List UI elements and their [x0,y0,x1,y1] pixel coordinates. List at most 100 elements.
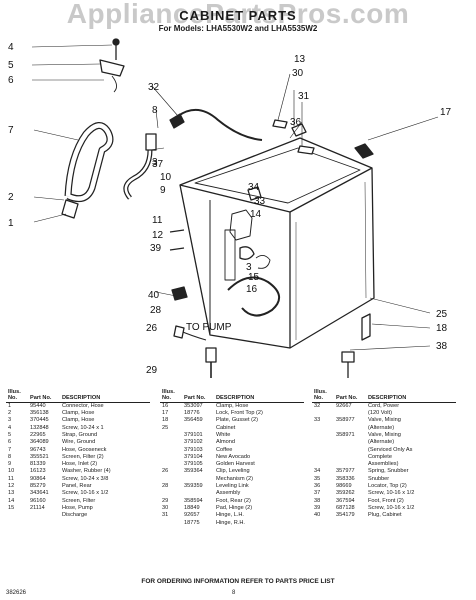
part-cell: 92657 [184,512,200,519]
table-row: Discharge [6,512,150,519]
description-cell: Assembly [216,490,241,497]
illus-cell [160,520,182,527]
callout-13: 13 [294,54,306,65]
description-cell: Clamp, Hose [62,410,95,417]
part-cell: 85279 [30,483,46,490]
callout-10: 10 [160,172,172,183]
part-cell [334,439,366,446]
description-cell: Clamp, Hose [62,417,95,424]
callout-34: 34 [248,182,260,193]
description-cell: Foot, Front (2) [368,497,404,504]
part-cell: 354179 [336,512,355,519]
description-cell: Plate, Gusset (2) [216,417,258,424]
description-cell: Hose, Inlet (2) [62,461,98,468]
illus-cell: 32 [314,402,321,409]
description-cell: Screw, 10-16 x 1/2 [62,490,109,497]
part-cell: 21114 [30,504,45,511]
part-cell: 18775 [184,519,200,526]
illus-cell: 16 [162,402,169,409]
table-row: 34 357977 Spring, Snubber [312,468,456,475]
part-cell [182,490,214,497]
part-cell [28,512,60,519]
description-cell: Spring, Snubber [368,468,409,475]
callout-25: 25 [436,309,448,320]
callout-32: 32 [148,82,160,93]
part-cell: 355521 [30,453,49,460]
table-row: (Serviced Only As [312,447,456,454]
callout-3: 3 [152,157,158,168]
part-cell: 379105 [184,461,203,468]
table-row: (Alternate) [312,425,456,432]
illus-cell: 2 [8,410,12,417]
pump-label: TO PUMP [186,322,232,333]
description-cell: Cord, Power [368,402,400,409]
callout-36: 36 [290,117,302,128]
part-cell: 367594 [336,497,355,504]
table-row: Assembly [160,490,304,497]
description-cell: Mechanism (2) [216,475,253,482]
illus-cell: 36 [314,483,321,490]
part-cell: 98669 [336,483,352,490]
callout-5: 5 [8,60,14,71]
illus-cell: 18 [162,417,169,424]
illus-cell: 34 [314,468,321,475]
part-cell: 358977 [336,417,355,424]
description-cell: Connector, Hose [62,402,104,409]
part-cell [334,454,366,461]
callout-9: 9 [160,185,166,196]
part-cell: 132848 [30,424,49,431]
illus-cell: 28 [162,483,169,490]
cabinet-body [179,137,375,349]
page-number: 8 [232,590,236,596]
description-cell: Strap, Ground [62,432,98,438]
header-description: DESCRIPTION [60,389,150,403]
part-cell: 357977 [336,468,355,475]
part-cell [334,410,366,417]
description-cell: Lock, Front Top (2) [216,410,263,417]
callout-7: 7 [8,125,14,136]
description-cell: Wire, Ground [62,439,96,446]
illus-cell: 37 [314,490,321,497]
callout-17: 17 [440,107,452,118]
callout-37: 37 [152,159,164,170]
description-cell: Washer, Rubber (4) [62,468,111,475]
callout-28: 28 [150,305,162,316]
description-cell: Plug, Cabinet [368,512,402,519]
illus-cell: 4 [8,424,12,431]
illus-cell [160,454,182,461]
part-cell [334,447,366,454]
illus-cell [160,439,182,446]
exploded-diagram: TO PUMP 12345678910111213141516171825262… [8,38,452,378]
table-row: 36 98669 Locator, Top (2) [312,483,456,490]
part-cell: 343641 [30,490,49,497]
description-cell: Locator, Top (2) [368,483,407,490]
document-number: 382626 [6,590,27,596]
callout-31: 31 [298,91,310,102]
illus-cell: 7 [8,446,12,453]
description-cell: Screen, Filter [62,497,96,504]
illus-cell: 6 [8,439,12,446]
callout-1: 1 [8,218,14,229]
illus-cell [312,454,334,461]
table-row: (Alternate) [312,439,456,446]
illus-cell: 13 [8,490,15,497]
description-cell: Coffee [216,446,233,453]
